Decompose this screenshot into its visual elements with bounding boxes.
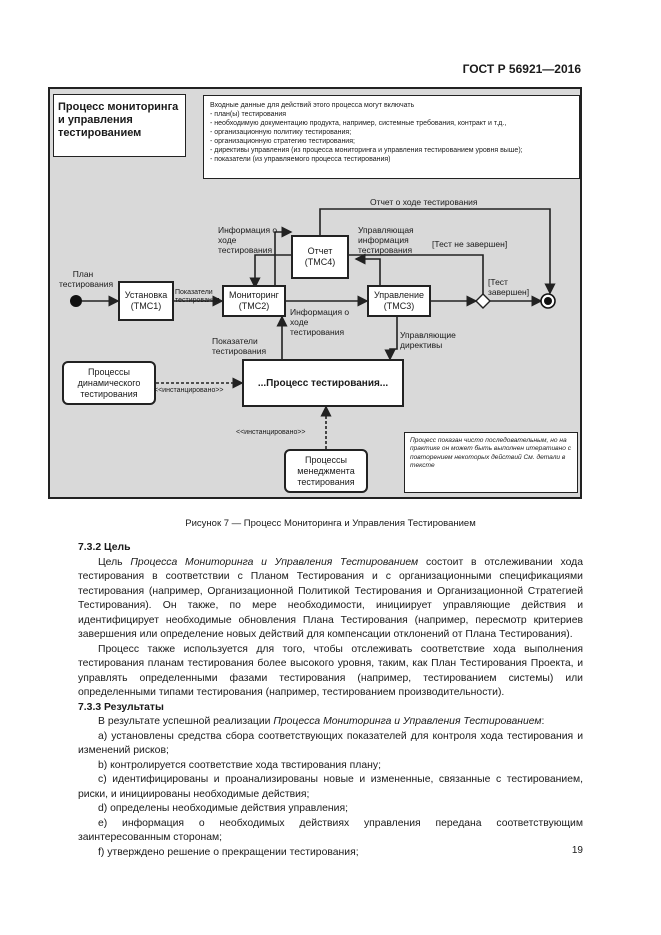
arrow-report-end [319, 208, 556, 295]
start-node [70, 295, 82, 307]
label-test-plan: План тестирования [59, 269, 114, 289]
list-item: f) утверждено решение о прекращении тест… [98, 846, 359, 858]
label-instantiated-left: <<инстанцировано>> [154, 387, 224, 394]
section-7-3-2-title: 7.3.2 Цель [78, 542, 131, 553]
p3-pre: В результате успешной реализации [98, 716, 274, 727]
section-7-3-3-title: 7.3.3 Результаты [78, 701, 164, 713]
control-node: Управление (ТМС3) [367, 285, 431, 317]
label-progress-report: Отчет о ходе тестирования [370, 197, 478, 207]
inputs-line: - организационную стратегию тестирования… [210, 138, 355, 145]
p1-post: состоит в отслеживании хода тестирования… [78, 556, 583, 641]
p3-post: : [541, 716, 545, 727]
label-completed: [Тест завершен] [488, 277, 530, 297]
decision-node [475, 293, 491, 309]
arrow-control-report [354, 253, 381, 287]
figure-caption: Рисунок 7 — Процесс Мониторинга и Управл… [185, 518, 476, 529]
label-info-progress-top: Информация о ходе тестирования [218, 225, 278, 255]
arrow-loop-not-completed [249, 254, 484, 294]
p3-em: Процесса Мониторинга и Управления Тестир… [273, 716, 542, 727]
label-control-info: Управляющая информация тестирования [358, 225, 414, 255]
paragraph-also: Процесс также используется для того, что… [78, 643, 583, 699]
list-item: c) идентифицированы и проанализированы н… [78, 774, 583, 800]
standard-number: ГОСТ Р 56921—2016 [462, 62, 581, 76]
inputs-line: - план(ы) тестирования [210, 111, 287, 118]
label-control-directives: Управляющие директивы [400, 330, 456, 350]
paragraph-results-intro: В результате успешной реализации Процесс… [78, 715, 583, 730]
inputs-line: - необходимую документацию продукта, нап… [210, 120, 507, 127]
setup-node: Установка (ТМС1) [118, 281, 174, 321]
page-number: 19 [571, 845, 583, 856]
label-metrics: Показатели тестирования [212, 336, 267, 356]
management-processes-node: Процессы менеджмента тестирования [284, 449, 368, 493]
test-process-node: ...Процесс тестирования... [242, 359, 404, 407]
inputs-line: Входные данные для действий этого процес… [210, 102, 415, 109]
arrow-monitoring-report [274, 226, 293, 287]
label-metrics-small: Показатели тестирования [175, 289, 220, 304]
inputs-line: - организационную политику тестирования; [210, 129, 352, 136]
diagram-arrows [70, 208, 556, 449]
p1-em: Процесса Мониторинга и Управления Тестир… [130, 556, 419, 568]
list-item: d) определены необходимые действия управ… [98, 803, 348, 814]
label-instantiated-bottom: <<инстанцировано>> [236, 429, 306, 436]
list-item: b) контролируется соответствие хода твст… [98, 759, 381, 771]
label-info-progress-mid: Информация о ходе тестирования [290, 307, 350, 337]
process-diagram: Процесс мониторинга и управления тестиро… [48, 87, 582, 499]
monitoring-node: Мониторинг (ТМС2) [222, 285, 286, 317]
label-not-completed: [Тест не завершен] [432, 239, 508, 249]
p1-pre: Цель [98, 556, 131, 568]
arrow-control-test [384, 317, 398, 361]
dynamic-testing-node: Процессы динамического тестирования [62, 361, 156, 405]
text-body: 7.3.2 Цель Цель Процесса Мониторинга и У… [78, 541, 583, 860]
inputs-line: - показатели (из управляемого процесса т… [210, 156, 391, 163]
paragraph-goal: Цель Процесса Мониторинга и Управления Т… [78, 556, 583, 643]
list-item: a) установлены средства сбора соответств… [78, 730, 583, 757]
inputs-line: - директивы управления (из процесса мони… [210, 147, 523, 154]
list-item: e) информация о необходимых действиях уп… [78, 817, 583, 844]
report-node: Отчет (ТМС4) [291, 235, 349, 279]
end-node-inner [544, 297, 552, 305]
diagram-note: Процесс показан чисто последовательным, … [404, 432, 578, 493]
diagram-title: Процесс мониторинга и управления тестиро… [53, 94, 186, 157]
inputs-list: Входные данные для действий этого процес… [203, 95, 580, 179]
